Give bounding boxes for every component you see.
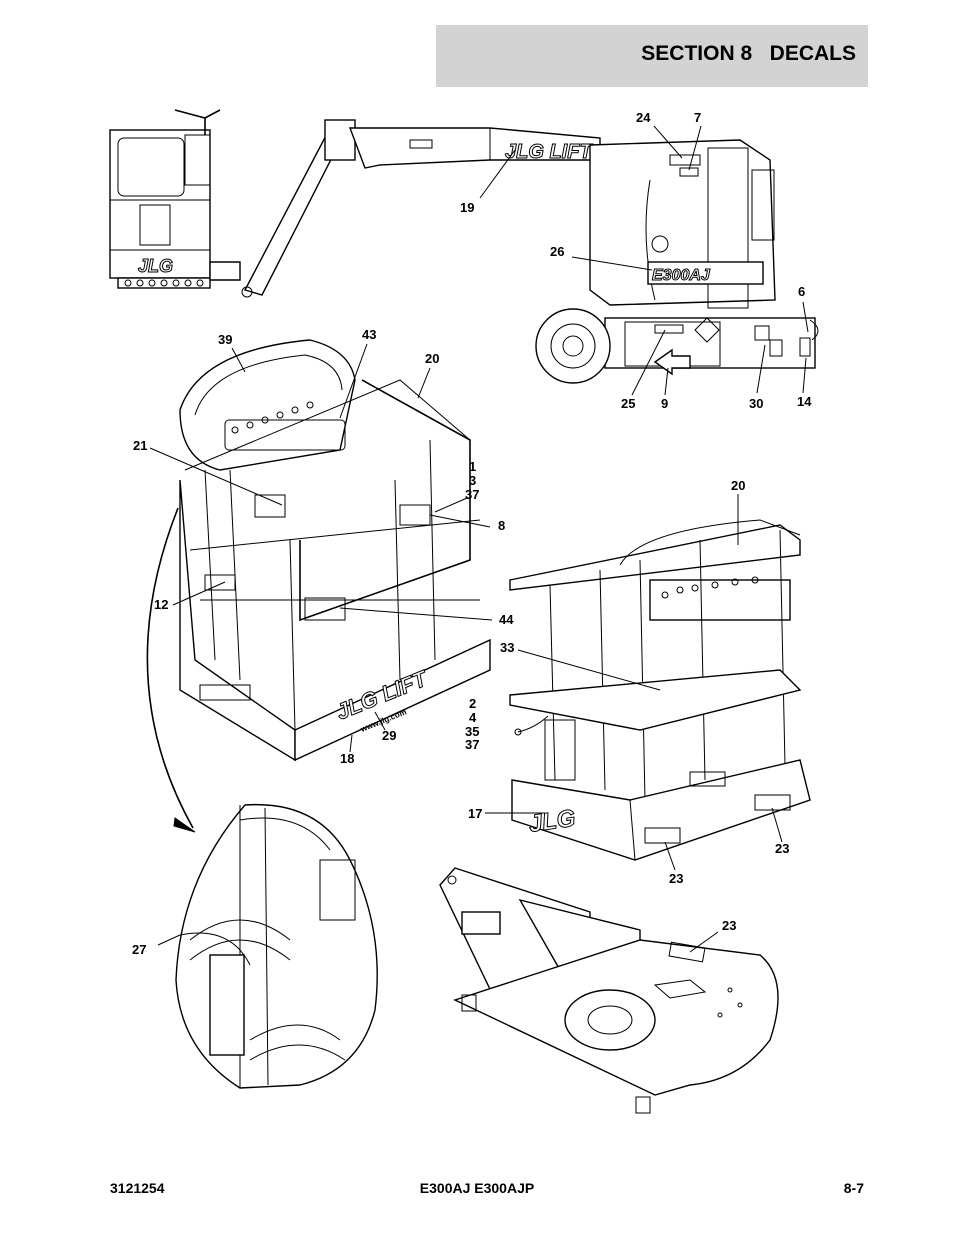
callout-24: 24 <box>636 110 651 125</box>
callout-23-right: 23 <box>775 841 789 856</box>
callout-6: 6 <box>798 284 805 299</box>
callout-7: 7 <box>694 110 701 125</box>
callout-33: 33 <box>500 640 514 655</box>
callout-39: 39 <box>218 332 232 347</box>
callout-23-base: 23 <box>722 918 736 933</box>
callout-20-left: 20 <box>425 351 439 366</box>
footer-part-number: 3121254 <box>110 1180 165 1196</box>
model-plate: E300AJ <box>652 267 711 284</box>
callout-2: 2 <box>469 696 476 711</box>
callout-12: 12 <box>154 597 168 612</box>
leaders-base <box>689 931 719 953</box>
callout-35: 35 <box>465 724 479 739</box>
basket-logo: JLG <box>138 256 173 276</box>
callout-21: 21 <box>133 438 147 453</box>
control-knobs <box>661 576 759 599</box>
callout-1: 1 <box>469 459 476 474</box>
callout-8: 8 <box>498 518 505 533</box>
callout-19: 19 <box>460 200 474 215</box>
callout-27: 27 <box>132 942 146 957</box>
callout-37-upper: 37 <box>465 487 479 502</box>
footer-page-number: 8-7 <box>843 1180 864 1196</box>
section-header: SECTION 8 DECALS <box>436 25 868 87</box>
leaders-mid-right <box>485 494 783 871</box>
boom-logo: JLG LIFT <box>505 141 593 163</box>
callout-25: 25 <box>621 396 635 411</box>
leaders-detail <box>157 932 251 966</box>
footer-model: E300AJ E300AJP <box>419 1180 535 1196</box>
control-buttons <box>231 401 314 434</box>
platform-basket-left: JLG LIFT www.jlg.com <box>179 339 491 762</box>
platform-basket-right: JLG <box>509 519 811 861</box>
callout-29: 29 <box>382 728 396 743</box>
detail-view <box>175 803 378 1089</box>
callout-20-right: 20 <box>731 478 745 493</box>
callout-30: 30 <box>749 396 763 411</box>
callout-3: 3 <box>469 473 476 488</box>
callout-18: 18 <box>340 751 354 766</box>
callout-14: 14 <box>797 394 812 409</box>
callout-26: 26 <box>550 244 564 259</box>
leaders-top <box>479 125 809 396</box>
callout-43: 43 <box>362 327 376 342</box>
callout-23-center: 23 <box>669 871 683 886</box>
basket-rear-logo: JLG <box>527 805 577 838</box>
callout-4: 4 <box>469 710 477 725</box>
machine-side-view: JLG JLG LIFT E300AJ <box>109 109 819 384</box>
basket-lights <box>124 279 204 287</box>
base-plate <box>439 867 779 1114</box>
callout-9: 9 <box>661 396 668 411</box>
leaders-mid-left <box>146 343 493 833</box>
section-title: SECTION 8 DECALS <box>641 42 856 65</box>
callout-37-lower: 37 <box>465 737 479 752</box>
callout-labels: 24 7 19 26 6 25 9 30 14 39 43 20 21 1 3 … <box>132 110 812 957</box>
callout-44: 44 <box>499 612 514 627</box>
callout-17: 17 <box>468 806 482 821</box>
